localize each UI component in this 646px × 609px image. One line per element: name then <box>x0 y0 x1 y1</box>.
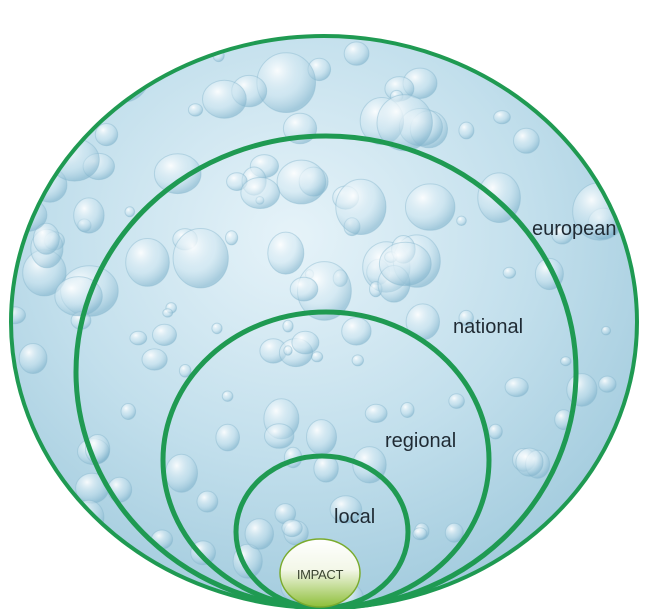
water-droplet <box>125 207 135 217</box>
water-droplet <box>95 124 117 146</box>
water-droplet <box>290 277 318 301</box>
water-droplet <box>516 448 543 476</box>
water-droplet <box>5 581 30 604</box>
water-droplet <box>612 36 625 50</box>
water-droplet <box>52 125 65 138</box>
water-droplet <box>449 394 465 409</box>
water-droplet <box>604 539 618 552</box>
water-droplet <box>197 491 218 512</box>
impact-core: IMPACT <box>280 539 360 607</box>
water-droplet <box>401 403 414 418</box>
water-droplet <box>342 318 371 346</box>
water-droplet <box>459 122 474 139</box>
water-droplet <box>312 352 323 362</box>
impact-label: IMPACT <box>297 567 344 582</box>
water-droplet <box>571 511 600 542</box>
water-droplet <box>552 565 571 587</box>
water-droplet <box>599 376 616 392</box>
water-droplet <box>142 349 167 370</box>
label-local: local <box>334 506 375 528</box>
water-droplet <box>593 476 627 506</box>
label-european: european <box>532 218 617 240</box>
water-droplet <box>609 590 624 603</box>
water-droplet <box>352 355 363 366</box>
water-droplet <box>113 56 125 66</box>
water-droplet <box>192 601 200 608</box>
water-droplet <box>307 420 337 455</box>
water-droplet <box>57 534 67 543</box>
water-droplet <box>163 309 173 317</box>
water-droplet <box>222 391 233 401</box>
water-droplet <box>283 320 293 332</box>
water-droplet <box>282 520 302 537</box>
water-droplet <box>16 172 30 185</box>
water-droplet <box>212 323 222 334</box>
water-droplet <box>379 242 431 285</box>
water-droplet <box>126 239 170 287</box>
water-droplet <box>344 42 369 65</box>
water-droplet <box>511 583 540 609</box>
water-droplet <box>523 569 542 588</box>
water-droplet <box>226 231 238 245</box>
water-droplet <box>74 20 121 74</box>
water-droplet <box>489 424 503 439</box>
water-droplet <box>245 519 273 550</box>
label-regional: regional <box>385 430 456 452</box>
water-droplet <box>277 160 326 204</box>
water-droplet <box>494 111 511 124</box>
water-droplet <box>203 80 247 118</box>
water-droplet <box>284 346 292 355</box>
water-droplet <box>8 103 53 151</box>
water-droplet <box>336 179 386 234</box>
water-droplet <box>365 404 387 422</box>
water-droplet <box>567 374 597 407</box>
water-droplet <box>19 344 47 374</box>
water-droplet <box>505 378 528 397</box>
water-droplet <box>130 331 147 345</box>
water-droplet <box>24 470 60 500</box>
water-droplet <box>442 41 457 55</box>
water-droplet <box>5 307 26 324</box>
water-droplet <box>413 528 427 540</box>
water-droplet <box>514 128 540 153</box>
water-droplet <box>92 11 144 73</box>
water-droplet <box>292 331 319 354</box>
water-droplet <box>173 229 228 288</box>
water-droplet <box>153 324 177 345</box>
water-droplet <box>561 357 571 366</box>
water-droplet <box>589 66 640 108</box>
water-droplet <box>602 326 611 335</box>
water-droplet <box>121 404 136 420</box>
water-droplet <box>73 500 104 534</box>
water-droplet <box>265 424 294 449</box>
water-droplet <box>241 178 280 209</box>
water-droplet <box>588 30 612 53</box>
water-droplet <box>110 588 130 606</box>
water-droplet <box>457 216 467 225</box>
water-droplet <box>58 114 74 129</box>
water-droplet <box>95 35 152 103</box>
water-droplet <box>74 198 104 233</box>
label-national: national <box>453 316 523 338</box>
water-droplet <box>216 424 240 451</box>
water-droplet <box>268 232 304 274</box>
water-droplet <box>257 53 316 113</box>
water-droplet <box>166 454 198 492</box>
water-droplet <box>503 267 515 278</box>
water-droplet <box>406 184 455 230</box>
water-droplet <box>188 104 202 116</box>
